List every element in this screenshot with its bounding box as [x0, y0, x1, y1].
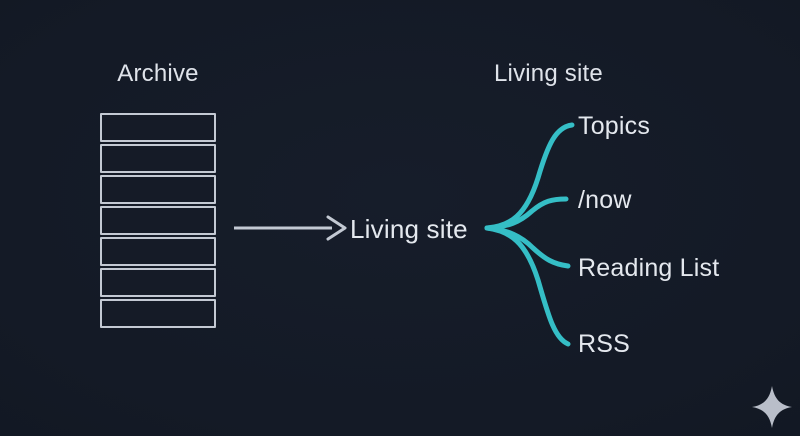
living-site-heading: Living site	[494, 60, 603, 87]
branch-curve-now	[484, 196, 569, 231]
branch-curve-rss	[484, 225, 571, 347]
archive-stack	[100, 113, 216, 328]
branch-label-now: /now	[578, 186, 632, 214]
archive-item	[100, 299, 216, 328]
archive-item	[100, 175, 216, 204]
branch-label-rss: RSS	[578, 330, 631, 358]
archive-item	[100, 268, 216, 297]
flow-arrow-icon	[234, 215, 347, 241]
branch-label-reading-list: Reading List	[578, 254, 720, 282]
archive-item	[100, 144, 216, 173]
archive-heading: Archive	[117, 60, 199, 87]
branch-curve-topics	[484, 122, 575, 231]
archive-item	[100, 237, 216, 266]
sparkle-icon	[752, 386, 792, 428]
branch-curve-reading-list	[484, 225, 571, 269]
center-node-label: Living site	[350, 214, 468, 244]
archive-item	[100, 206, 216, 235]
archive-item	[100, 113, 216, 142]
branch-label-topics: Topics	[578, 112, 651, 140]
